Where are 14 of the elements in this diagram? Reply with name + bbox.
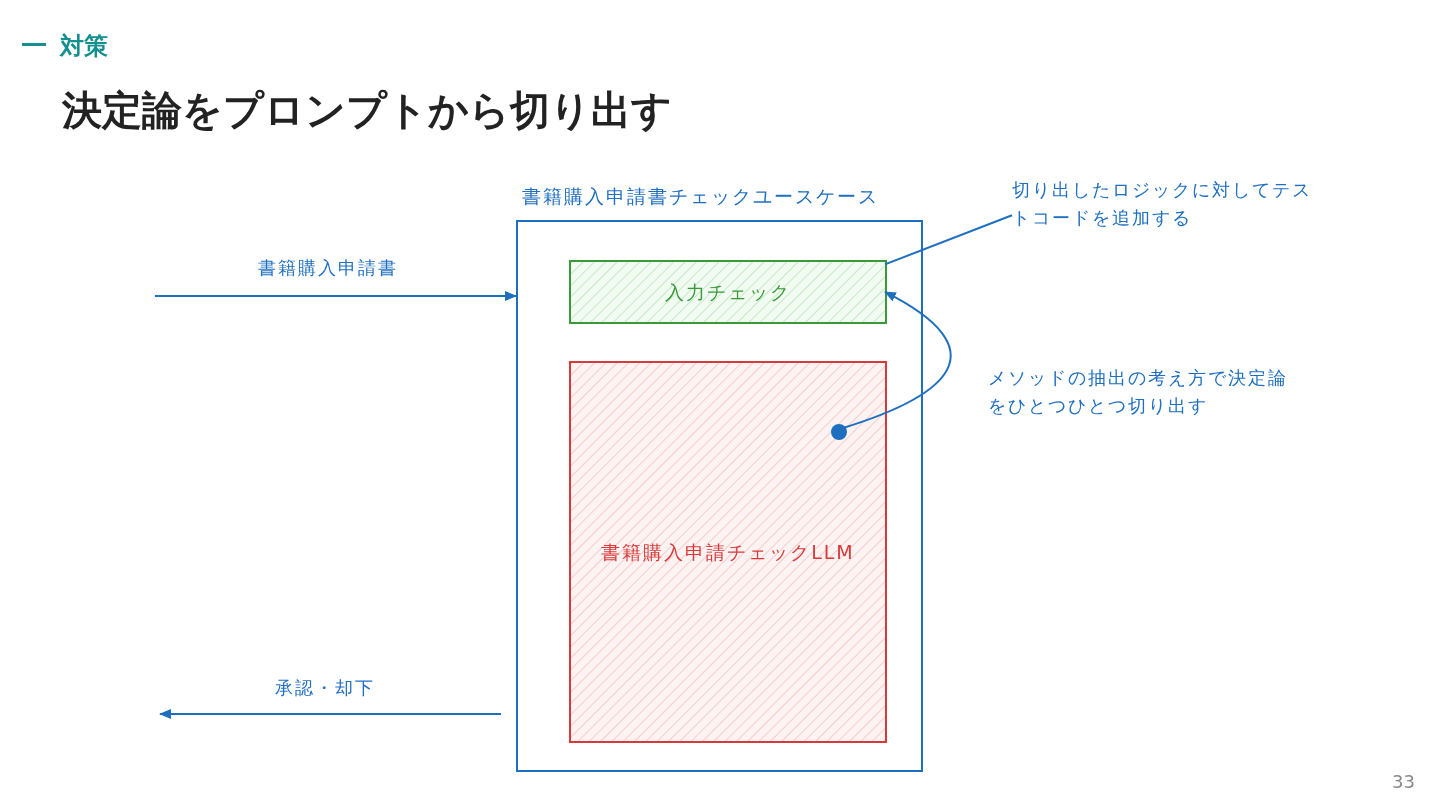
box-label: 書籍購入申請チェックLLM — [601, 539, 855, 565]
annotation-text: 切り出したロジックに対してテストコードを追加する — [1012, 176, 1312, 232]
box-label: 入力チェック — [665, 279, 791, 305]
page-number: 33 — [1392, 770, 1415, 794]
leader-line — [884, 214, 1013, 266]
arrow — [159, 709, 502, 719]
arrow — [842, 290, 952, 429]
llm-check-box — [569, 361, 887, 743]
frame-title: 書籍購入申請書チェックユースケース — [522, 184, 879, 209]
arrow — [154, 291, 517, 301]
annotation-text: メソッドの抽出の考え方で決定論をひとつひとつ切り出す — [988, 366, 1289, 418]
section-tag: 対策 — [60, 28, 108, 64]
input-check-box — [569, 260, 887, 324]
slide-title: 決定論をプロンプトから切り出す — [62, 86, 672, 135]
